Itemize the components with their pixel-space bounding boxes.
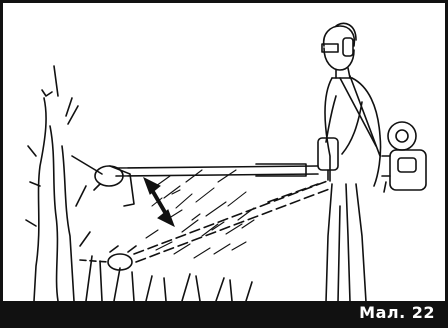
backpack-engine-drawing — [382, 122, 426, 192]
caption-bar: Мал. 22 — [3, 301, 445, 325]
trimmer-illustration — [6, 6, 448, 304]
trimmer-lower-head — [80, 246, 136, 270]
operator-drawing — [318, 23, 381, 302]
tall-grass-drawing — [26, 66, 252, 301]
height-range-arrow — [144, 178, 174, 226]
figure-caption: Мал. 22 — [359, 303, 435, 322]
